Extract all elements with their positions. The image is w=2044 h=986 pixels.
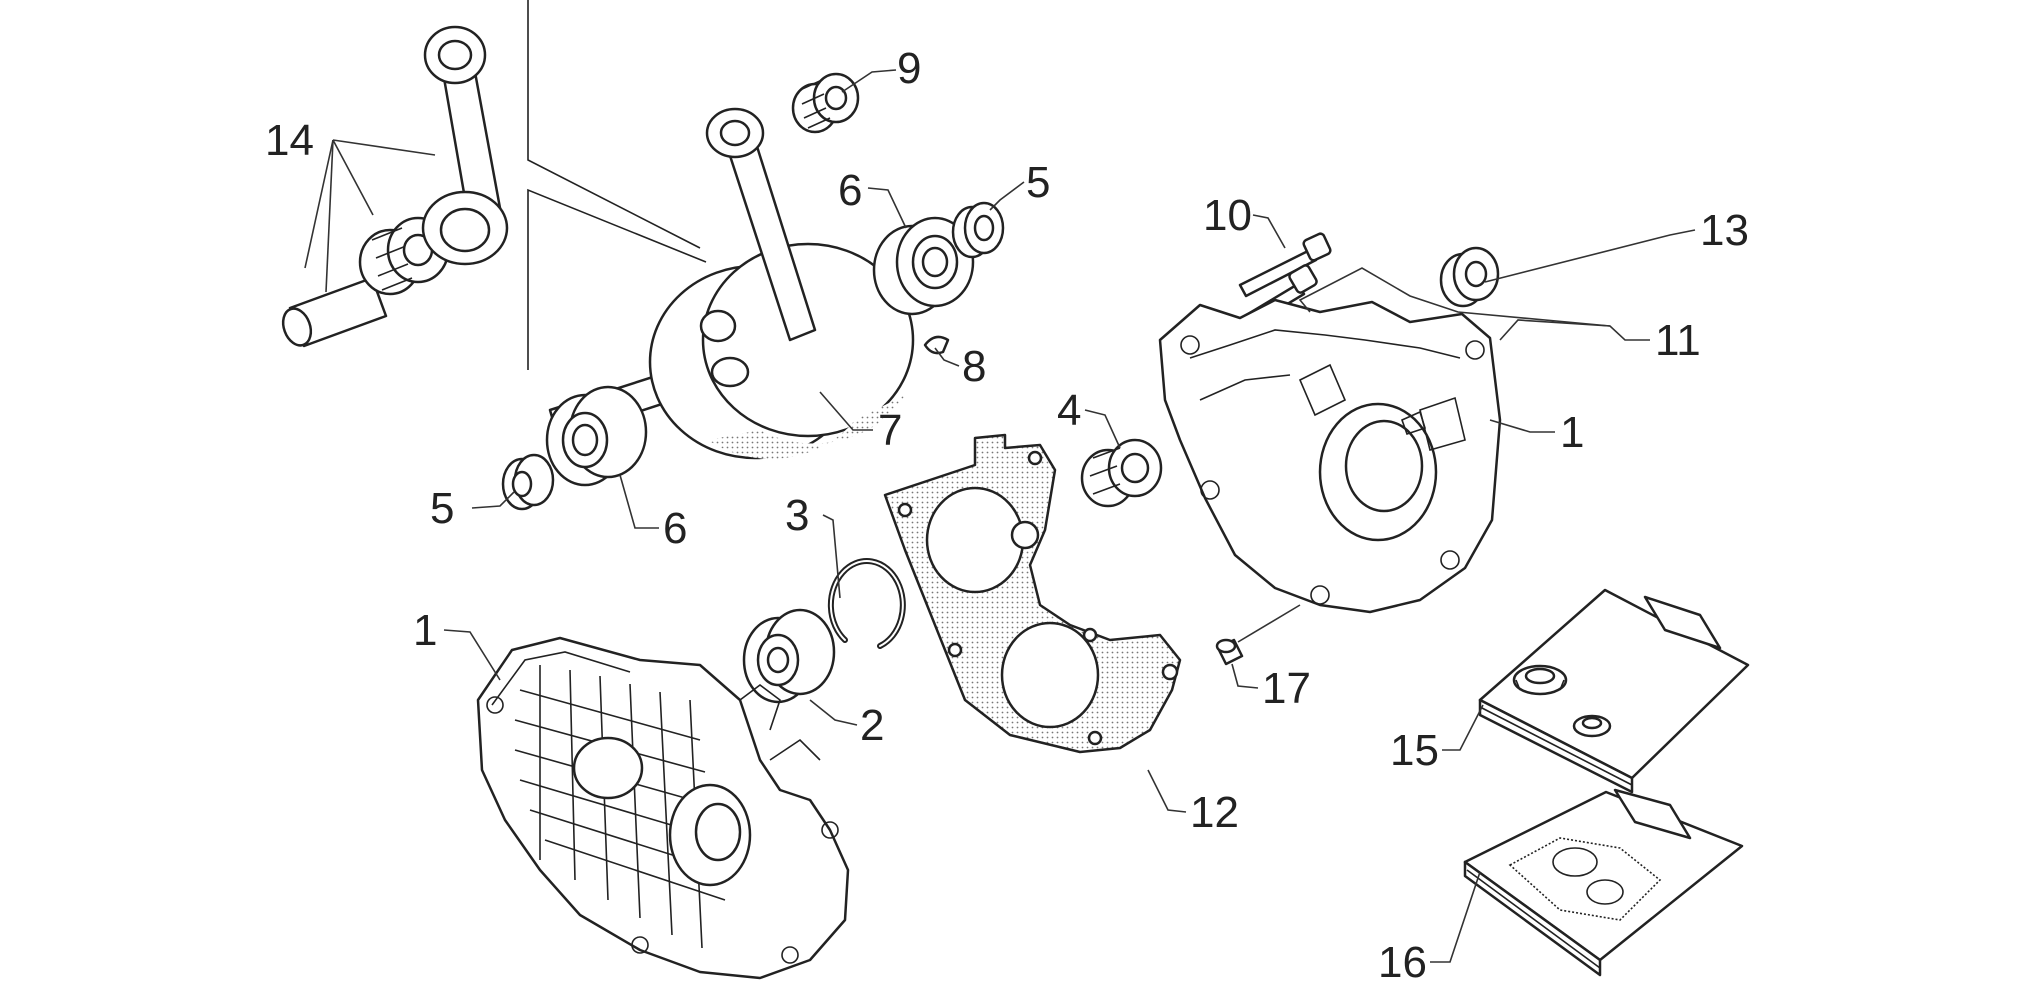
connecting-rod xyxy=(421,25,509,266)
ball-bearing-6-lower xyxy=(545,385,648,487)
needle-bearing-9 xyxy=(791,72,860,134)
callout-7: 7 xyxy=(878,406,902,455)
wrist-pin xyxy=(281,276,388,348)
crankcase-gasket xyxy=(883,433,1182,754)
circlip xyxy=(827,558,906,649)
callout-6-lower: 6 xyxy=(663,504,687,553)
callout-5-lower: 5 xyxy=(430,484,454,533)
screw-10 xyxy=(1238,232,1332,298)
oil-seal-5-upper xyxy=(951,201,1005,259)
callout-9: 9 xyxy=(897,44,921,93)
callout-5-upper: 5 xyxy=(1026,158,1050,207)
callout-12: 12 xyxy=(1190,788,1239,837)
callout-4: 4 xyxy=(1057,386,1081,435)
needle-bearing-4 xyxy=(1080,438,1163,508)
callout-3: 3 xyxy=(785,491,809,540)
oil-seal-13 xyxy=(1439,246,1500,308)
callout-14: 14 xyxy=(265,116,314,165)
woodruff-key xyxy=(923,335,950,355)
oil-seal-5-lower xyxy=(501,453,555,511)
callout-1-right: 1 xyxy=(1560,408,1584,457)
callout-17: 17 xyxy=(1262,664,1311,713)
crankcase-right-half xyxy=(1158,298,1502,614)
callout-labels: 14 9 6 5 10 13 8 11 7 4 1 5 6 3 1 2 17 1… xyxy=(265,44,1749,986)
crankshaft xyxy=(548,107,915,460)
callout-6-upper: 6 xyxy=(838,166,862,215)
callout-11: 11 xyxy=(1655,316,1701,365)
leader-lines xyxy=(304,69,1696,963)
callout-16: 16 xyxy=(1378,938,1427,986)
dowel-pin xyxy=(1215,638,1244,666)
callout-2: 2 xyxy=(860,701,884,750)
callout-10: 10 xyxy=(1203,191,1252,240)
ball-bearing-2 xyxy=(742,608,836,704)
crankcase-left-half xyxy=(476,636,850,980)
callout-8: 8 xyxy=(962,342,986,391)
callout-13: 13 xyxy=(1700,206,1749,255)
gasket-kit-package xyxy=(1463,788,1744,977)
callout-15: 15 xyxy=(1390,726,1439,775)
bearing-kit-package xyxy=(1478,588,1750,794)
section-divider-lines xyxy=(527,0,707,370)
connecting-rod-kit xyxy=(281,25,509,348)
callout-1-left: 1 xyxy=(413,606,437,655)
